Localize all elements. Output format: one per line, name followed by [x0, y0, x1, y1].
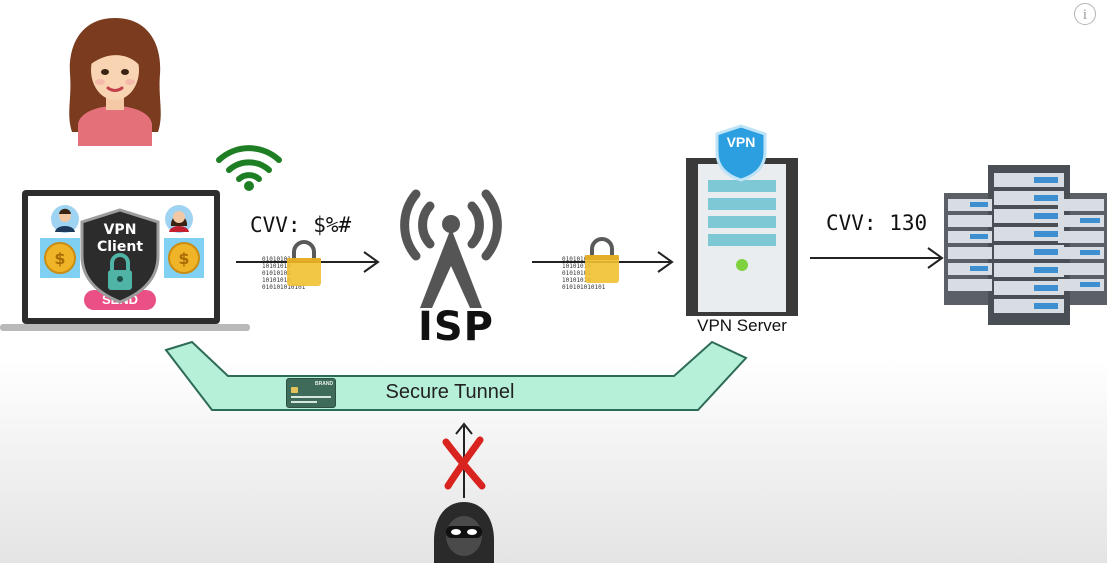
laptop: $ $ SEND VPN Client [0, 190, 250, 332]
hacker-icon [434, 502, 494, 563]
destination-servers-icon [944, 165, 1107, 325]
binary-data-1: 01010101 10101010 01010101 10101010 0101… [262, 256, 306, 291]
coin-panel-right: $ [164, 238, 204, 278]
credit-card-brand: BRAND [315, 381, 334, 387]
vpn-client-title: VPN [103, 222, 137, 238]
wifi-icon [216, 145, 282, 191]
padlock-icon [585, 237, 619, 283]
woman-avatar [69, 18, 161, 146]
vpn-server-label: VPN Server [697, 316, 787, 335]
credit-card-chip [291, 387, 298, 393]
padlock-icon [287, 240, 321, 286]
cvv-plain-label: CVV: 130 [826, 211, 928, 235]
credit-card: BRAND [286, 378, 336, 408]
isp-label: ISP [417, 304, 494, 350]
vpn-client-subtitle: Client [96, 239, 144, 255]
svg-text:$: $ [178, 249, 189, 268]
vpn-badge-label: VPN [726, 134, 756, 150]
vpn-client-label: VPN Client [78, 222, 162, 256]
vpn-badge-shield-icon [715, 124, 767, 182]
sender-avatar-icon [51, 205, 79, 233]
blocked-x-icon [442, 436, 486, 490]
coin-icon: $ [168, 242, 200, 274]
info-icon: i [1082, 7, 1088, 23]
vpn-server-icon [686, 158, 798, 316]
credit-card-number-line [291, 396, 331, 398]
credit-card-name-line [291, 401, 317, 403]
coin-panel-left: $ [40, 238, 80, 278]
vpn-client-shield-icon [80, 208, 160, 304]
cvv-encrypted-label: CVV: $%# [250, 213, 352, 237]
info-button[interactable]: i [1074, 3, 1096, 25]
arrow-vpn-server-to-destination [810, 247, 944, 269]
isp-tower-icon [400, 189, 502, 308]
svg-text:$: $ [54, 249, 65, 268]
binary-data-2: 01010101 10101010 01010101 10101010 0101… [562, 256, 606, 291]
secure-tunnel-label: Secure Tunnel [385, 381, 515, 403]
recipient-avatar-icon [165, 205, 193, 233]
coin-icon: $ [44, 242, 76, 274]
